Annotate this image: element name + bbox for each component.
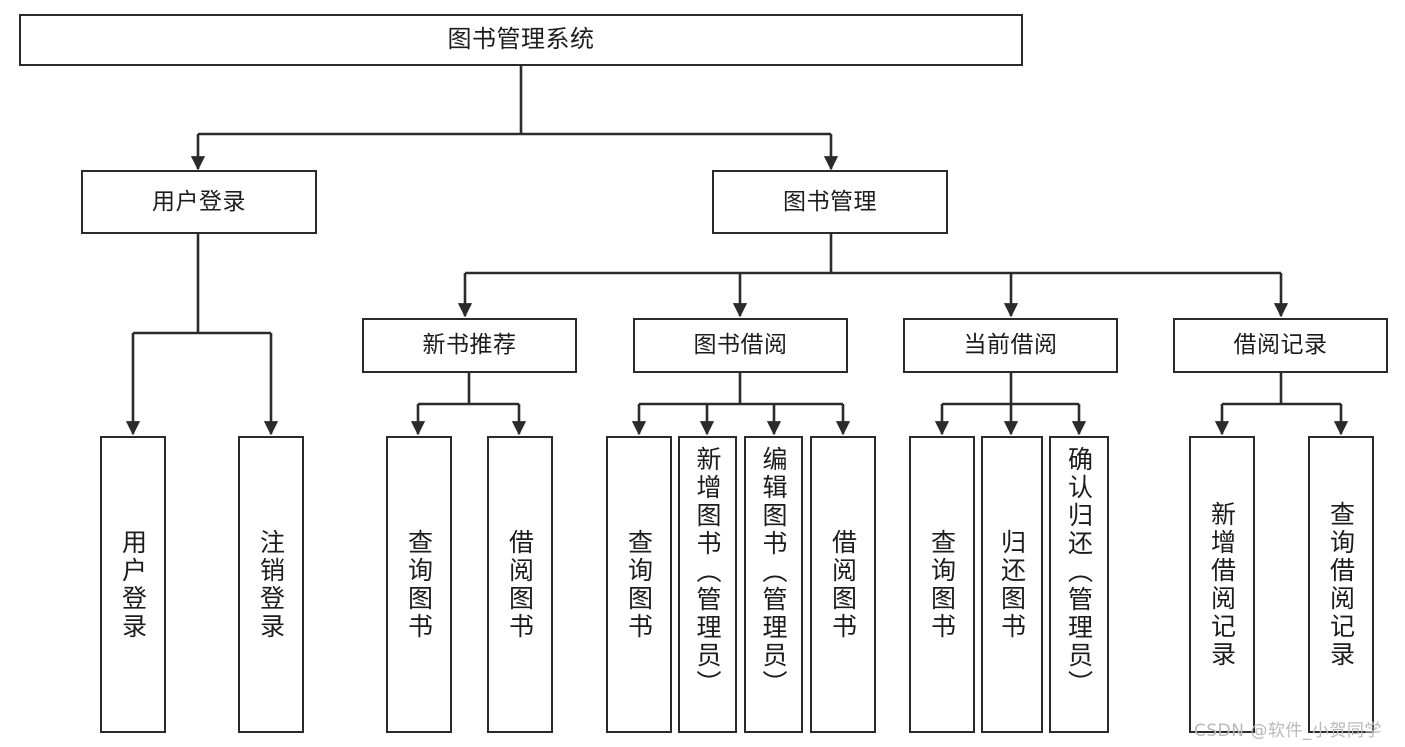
node-leaf-add-book-admin[interactable]: 新增图书（管理员） (678, 436, 737, 733)
node-label: 查询图书 (927, 528, 957, 641)
node-current-borrow[interactable]: 当前借阅 (903, 318, 1118, 373)
node-leaf-logout[interactable]: 注销登录 (238, 436, 304, 733)
node-leaf-add-borrow-record[interactable]: 新增借阅记录 (1189, 436, 1255, 733)
node-label: 图书管理 (783, 188, 877, 215)
node-label: 编辑图书（管理员） (759, 446, 788, 698)
node-label: 借阅图书 (505, 528, 535, 641)
node-label: 用户登录 (118, 528, 148, 641)
node-leaf-query-book-borrow[interactable]: 查询图书 (606, 436, 672, 733)
node-leaf-edit-book-admin[interactable]: 编辑图书（管理员） (744, 436, 803, 733)
node-label: 确认归还（管理员） (1064, 446, 1094, 698)
node-book-management[interactable]: 图书管理 (712, 170, 948, 234)
node-borrow-records[interactable]: 借阅记录 (1173, 318, 1388, 373)
node-label: 图书管理系统 (447, 25, 595, 54)
node-user-login[interactable]: 用户登录 (81, 170, 317, 234)
node-leaf-query-book-recommend[interactable]: 查询图书 (386, 436, 452, 733)
node-label: 借阅记录 (1233, 332, 1328, 359)
node-label: 查询图书 (404, 528, 434, 641)
node-label: 注销登录 (256, 528, 286, 641)
node-label: 新增借阅记录 (1207, 500, 1237, 669)
node-label: 用户登录 (152, 188, 246, 215)
node-label: 新书推荐 (422, 332, 517, 359)
node-leaf-query-book-current[interactable]: 查询图书 (909, 436, 975, 733)
node-book-borrow[interactable]: 图书借阅 (633, 318, 848, 373)
node-label: 归还图书 (997, 528, 1027, 641)
node-leaf-return-book[interactable]: 归还图书 (981, 436, 1043, 733)
node-leaf-borrow-book-recommend[interactable]: 借阅图书 (487, 436, 553, 733)
node-leaf-confirm-return-admin[interactable]: 确认归还（管理员） (1049, 436, 1109, 733)
node-leaf-borrow-book[interactable]: 借阅图书 (810, 436, 876, 733)
node-leaf-query-borrow-record[interactable]: 查询借阅记录 (1308, 436, 1374, 733)
node-label: 图书借阅 (693, 332, 788, 359)
node-label: 借阅图书 (828, 528, 858, 641)
node-label: 查询图书 (624, 528, 654, 641)
node-label: 新增图书（管理员） (693, 446, 722, 698)
node-label: 查询借阅记录 (1326, 500, 1356, 669)
node-new-book-recommend[interactable]: 新书推荐 (362, 318, 577, 373)
node-root-book-management-system[interactable]: 图书管理系统 (19, 14, 1023, 66)
node-leaf-user-login[interactable]: 用户登录 (100, 436, 166, 733)
csdn-watermark: CSDN @软件_小贺同学 (1194, 721, 1382, 741)
node-label: 当前借阅 (963, 332, 1058, 359)
